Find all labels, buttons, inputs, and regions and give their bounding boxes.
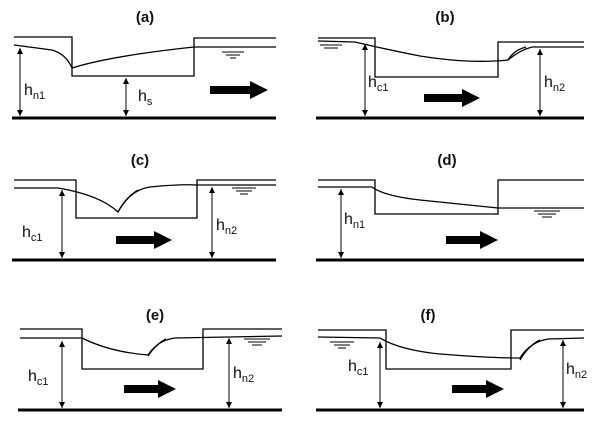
normal-depth-symbol	[232, 187, 256, 195]
label-hs: hs	[138, 88, 153, 108]
hydraulic-jump	[117, 189, 139, 213]
flow-direction-arrow	[210, 81, 268, 99]
normal-depth-symbol	[330, 341, 354, 349]
normal-depth-symbol	[244, 338, 270, 346]
channel-step-outline	[14, 179, 276, 219]
hydraulic-jump	[507, 46, 527, 61]
label-hc1: hc1	[28, 368, 49, 388]
channel-step-outline	[318, 37, 584, 78]
flow-direction-arrow	[424, 89, 480, 107]
panel-a-title: (a)	[136, 9, 154, 26]
flow-direction-arrow	[446, 231, 498, 249]
label-hn2: hn2	[544, 74, 565, 94]
flow-direction-arrow	[124, 380, 176, 398]
panel-b-title: (b)	[435, 9, 454, 26]
normal-depth-symbol	[222, 51, 244, 59]
panel-f: (f) hc1 hn2	[316, 307, 587, 412]
label-hn1: hn1	[344, 211, 365, 231]
panel-e-title: (e)	[146, 307, 164, 324]
channel-step-outline	[14, 36, 276, 77]
water-surface	[13, 44, 276, 69]
label-hc1: hc1	[348, 358, 369, 378]
normal-depth-symbol	[320, 44, 342, 49]
flow-direction-arrow	[452, 380, 504, 398]
panel-d-title: (d)	[437, 152, 456, 169]
label-hn2: hn2	[566, 361, 587, 381]
label-hn2: hn2	[216, 217, 237, 237]
panel-c: (c) hc1 hn2	[12, 152, 276, 262]
label-hn2: hn2	[233, 365, 254, 385]
water-surface	[14, 184, 276, 214]
normal-depth-symbol	[534, 210, 560, 218]
panel-f-title: (f)	[421, 307, 436, 324]
label-hc1: hc1	[368, 74, 389, 94]
water-surface	[317, 336, 585, 359]
channel-step-outline	[318, 179, 584, 215]
panel-c-title: (c)	[131, 152, 149, 169]
hydraulic-jump	[147, 338, 167, 357]
water-surface	[318, 186, 584, 209]
channel-step-outline	[20, 328, 282, 370]
water-surface	[317, 40, 584, 62]
channel-step-outline	[318, 329, 584, 370]
panel-a: (a) hn1 hs	[12, 9, 276, 120]
panel-b: (b) hc1 hn2	[316, 9, 584, 120]
hydraulic-jump	[519, 339, 541, 361]
label-hn1: hn1	[24, 82, 45, 102]
panel-d: (d) hn1	[316, 152, 584, 262]
label-hc1: hc1	[22, 224, 43, 244]
panel-e: (e) hc1 hn2	[18, 307, 283, 412]
flow-direction-arrow	[116, 231, 172, 249]
